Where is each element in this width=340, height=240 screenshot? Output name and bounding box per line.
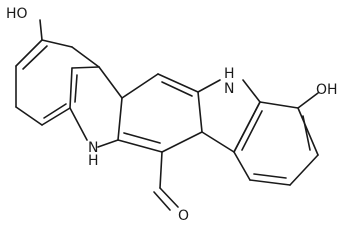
hydroxyl-label-left: HO xyxy=(6,6,28,22)
nh-hydrogen-label-bottom: H xyxy=(88,153,99,169)
nh-nitrogen-label-top: N xyxy=(224,81,234,97)
nh-nitrogen-label-bottom: N xyxy=(88,140,98,156)
atom-labels: HO H N OH N H O xyxy=(6,6,338,224)
nh-hydrogen-label-top: H xyxy=(224,66,235,82)
aldehyde-oxygen-label: O xyxy=(178,208,189,224)
hydroxyl-label-right: OH xyxy=(316,82,338,98)
chemical-structure-diagram: HO H N OH N H O xyxy=(6,6,338,224)
bond-lines xyxy=(15,19,319,211)
